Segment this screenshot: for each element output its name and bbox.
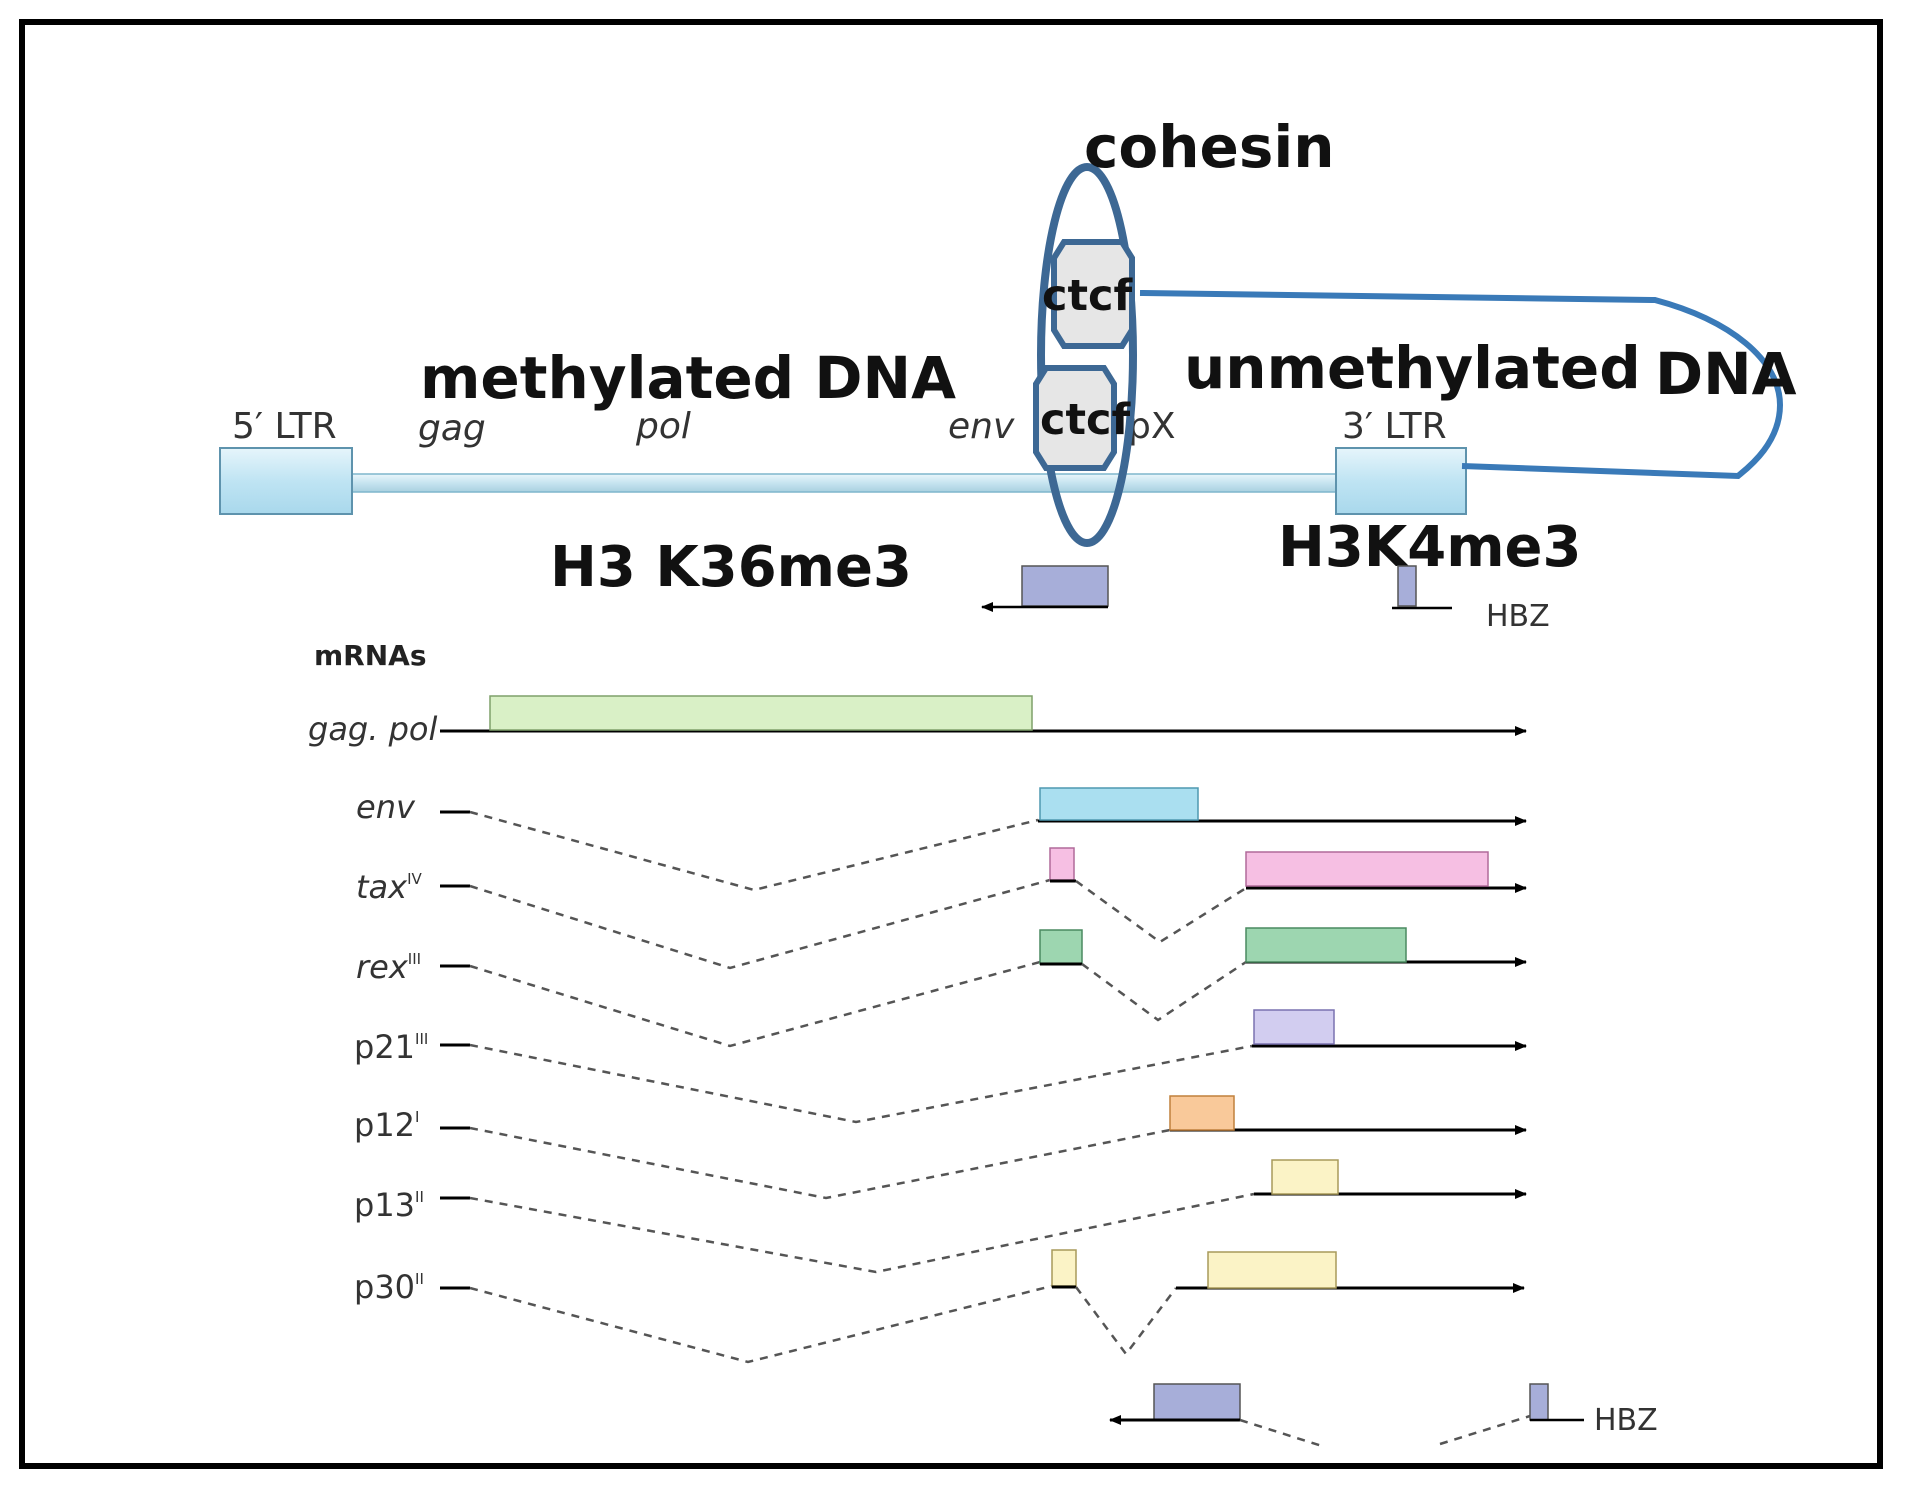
dna-label: DNA [1655, 340, 1797, 408]
hbz-bottom-label: HBZ [1594, 1403, 1658, 1438]
mrna-p21-name: p21 [354, 1028, 415, 1066]
mrna-tax-exon2 [1245, 851, 1489, 887]
ltr5-label: 5′ LTR [232, 406, 337, 447]
mrna-rex-sup: III [408, 950, 421, 968]
mrna-gagpol-exon [489, 695, 1033, 731]
px-label: pX [1128, 406, 1176, 447]
ctcf-bottom-label: ctcf [1040, 395, 1132, 445]
mrna-p12-name: p12 [354, 1106, 415, 1144]
env-label: env [948, 406, 1015, 447]
pol-label: pol [635, 406, 691, 447]
mrna-p30: p30II [354, 1249, 1525, 1364]
mrna-p21-sup: III [415, 1030, 428, 1048]
mrnas-header: mRNAs [314, 639, 427, 672]
mrna-p13-sup: II [415, 1188, 424, 1206]
mrna-tax-exon1 [1049, 847, 1075, 881]
mrna-p30-exon2 [1207, 1251, 1337, 1289]
mrna-env-exon [1039, 787, 1199, 821]
mrna-label-p12: p12I [354, 1106, 419, 1144]
hbz-bottom-splice-right [1439, 1414, 1531, 1446]
gag-label: gag [418, 408, 486, 449]
hbz-top-exon1 [1021, 565, 1109, 607]
mrna-env: env [356, 787, 1527, 892]
mrna-p12-exon [1169, 1095, 1235, 1131]
genome-map: 5′ LTR 3′ LTR gag pol env pX [219, 406, 1467, 515]
mrna-tax-sup: IV [407, 870, 422, 888]
cohesin-label: cohesin [1084, 113, 1335, 181]
ltr5-box [219, 447, 353, 515]
mrna-tax-splice1 [469, 878, 1051, 970]
mrna-p13-name: p13 [354, 1186, 415, 1224]
mrna-p30-splice2 [1074, 1286, 1177, 1357]
mrna-p30-name: p30 [354, 1268, 415, 1306]
mrna-p12-sup: I [415, 1108, 419, 1126]
unmethylated-label: unmethylated [1184, 334, 1641, 402]
genome-backbone [351, 473, 1353, 493]
mrna-gagpol: gag. pol [308, 695, 1527, 748]
mrna-label-p13: p13II [354, 1186, 424, 1224]
mrna-label-p30: p30II [354, 1268, 424, 1306]
mrna-p30-splice1 [469, 1284, 1053, 1364]
mrna-p21: p21III [354, 1009, 1527, 1124]
mrna-p13-splice [469, 1192, 1255, 1274]
mrna-rex-exon2 [1245, 927, 1407, 963]
mrna-rex-splice2 [1081, 960, 1247, 1022]
mrna-label-p21: p21III [354, 1028, 428, 1066]
mrna-p12-splice [469, 1126, 1171, 1200]
mrna-rex-splice1 [469, 960, 1041, 1048]
mrna-p12: p12I [354, 1095, 1527, 1200]
outer-frame [19, 19, 1883, 1469]
hbz-bottom-splice-left [1239, 1418, 1323, 1448]
hbz-bottom-exon1 [1153, 1383, 1241, 1421]
hbz-top: HBZ [981, 565, 1550, 634]
mrna-label-rex: rexIII [356, 948, 421, 986]
mrna-p21-exon [1253, 1009, 1335, 1045]
ltr3-label: 3′ LTR [1342, 406, 1447, 447]
cohesin-ring [1037, 163, 1137, 547]
ltr3-box [1335, 447, 1467, 515]
mrna-tax: taxIV [356, 847, 1527, 970]
dna-loop [1139, 290, 1784, 480]
methylated-dna-label: methylated DNA [420, 344, 956, 412]
mrna-label-gagpol: gag. pol [308, 710, 437, 748]
ctcf-top-shape [1051, 239, 1135, 349]
ctcf-bottom-shape [1033, 365, 1117, 471]
hbz-bottom: HBZ [1109, 1383, 1658, 1448]
mrna-tax-name: tax [356, 868, 408, 906]
ctcf-top-label: ctcf [1042, 271, 1134, 321]
mrna-env-splice [469, 810, 1039, 892]
h3k36me3-label: H3 K36me3 [550, 535, 912, 600]
mrna-label-tax: taxIV [356, 868, 423, 906]
mrna-p30-sup: II [415, 1270, 424, 1288]
hbz-top-label: HBZ [1486, 599, 1550, 634]
mrna-p13-exon [1271, 1159, 1339, 1195]
mrna-p13: p13II [354, 1159, 1527, 1274]
mrna-rex-name: rex [356, 948, 409, 986]
h3k4me3-label: H3K4me3 [1278, 515, 1582, 580]
mrna-p30-exon1 [1051, 1249, 1077, 1287]
mrna-tax-splice2 [1075, 879, 1247, 944]
hbz-top-exon2 [1397, 565, 1417, 607]
mrna-rex: rexIII [356, 927, 1527, 1048]
mrna-label-env: env [356, 788, 416, 826]
hbz-bottom-exon2 [1529, 1383, 1549, 1421]
mrna-rex-exon1 [1039, 929, 1083, 965]
mrna-p21-splice [469, 1043, 1253, 1124]
